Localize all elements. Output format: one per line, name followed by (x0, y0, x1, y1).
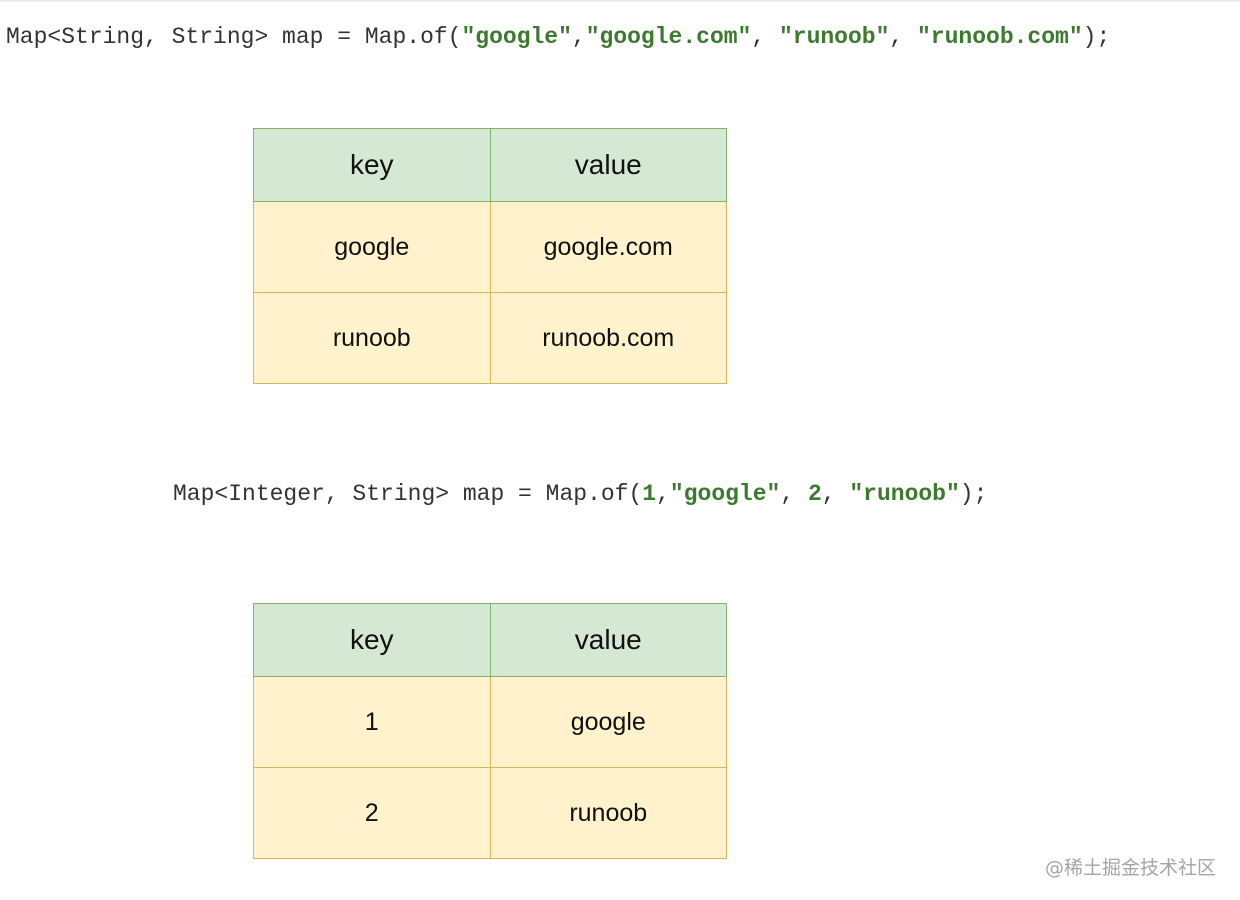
cell-value: runoob (489, 767, 727, 859)
watermark: @稀土掘金技术社区 (1044, 857, 1216, 879)
map-table-integer-keys: key value 1 google 2 runoob (253, 603, 727, 859)
table-row: 2 runoob (253, 767, 727, 859)
string-literal-token: "google" (461, 24, 572, 50)
string-literal-token: "runoob" (778, 24, 890, 50)
code-line-string-map: Map<String, String> map = Map.of("google… (6, 24, 1110, 50)
code-token: , (780, 481, 808, 507)
table-row: runoob runoob.com (253, 292, 727, 384)
table-header-row: key value (253, 128, 727, 202)
code-token: Map<Integer, String> map = Map.of( (173, 481, 643, 507)
header-key: key (253, 128, 491, 202)
header-value: value (489, 603, 727, 677)
cell-key: google (253, 201, 491, 293)
code-token: ); (1082, 24, 1111, 50)
code-token: , (821, 481, 850, 507)
code-token: , (889, 24, 917, 50)
header-value: value (489, 128, 727, 202)
code-token: , (656, 481, 670, 507)
string-literal-token: "runoob.com" (917, 24, 1083, 50)
table-row: google google.com (253, 201, 727, 293)
string-literal-token: "google" (669, 481, 781, 507)
table-header-row: key value (253, 603, 727, 677)
code-token: , (751, 24, 779, 50)
table-row: 1 google (253, 676, 727, 768)
header-key: key (253, 603, 491, 677)
cell-key: runoob (253, 292, 491, 384)
cell-key: 2 (253, 767, 491, 859)
number-literal-token: 1 (642, 481, 657, 507)
code-line-integer-map: Map<Integer, String> map = Map.of(1,"goo… (173, 481, 987, 507)
cell-value: runoob.com (489, 292, 727, 384)
cell-value: google.com (489, 201, 727, 293)
number-literal-token: 2 (807, 481, 822, 507)
code-token: , (571, 24, 586, 50)
map-table-string-keys: key value google google.com runoob runoo… (253, 128, 727, 384)
string-literal-token: "runoob" (849, 481, 960, 507)
code-token: ); (959, 481, 988, 507)
string-literal-token: "google.com" (585, 24, 752, 50)
cell-key: 1 (253, 676, 491, 768)
code-token: Map<String, String> map = Map.of( (6, 24, 462, 50)
cell-value: google (489, 676, 727, 768)
top-divider (0, 0, 1240, 2)
